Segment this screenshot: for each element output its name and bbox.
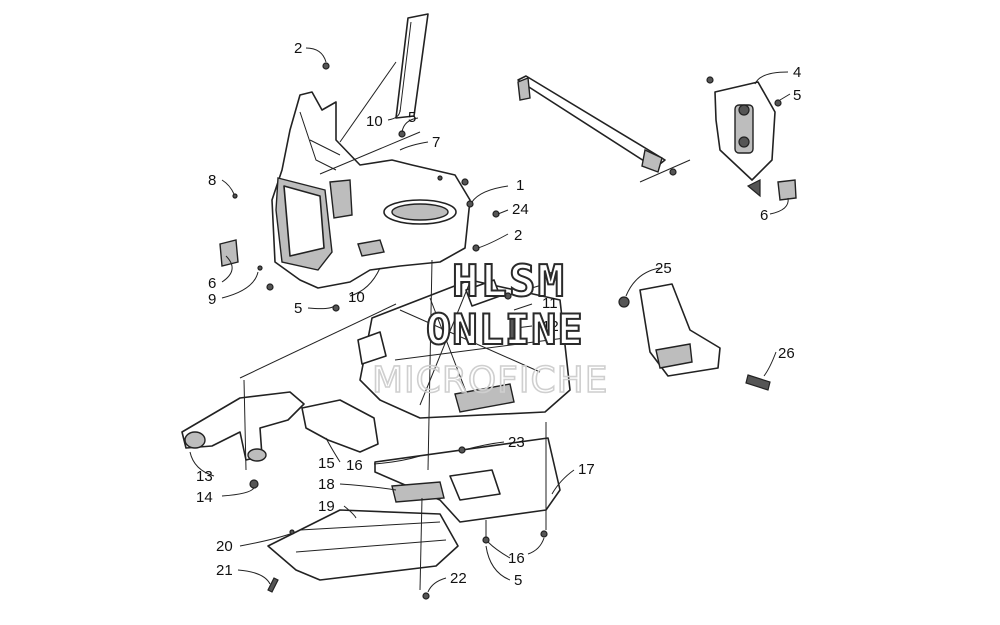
callout-3: 3 (548, 269, 556, 286)
callout-17: 17 (578, 461, 595, 478)
callout-7: 7 (432, 134, 440, 151)
callout-18: 18 (318, 476, 335, 493)
callout-8: 8 (208, 172, 216, 189)
frame-body (359, 279, 571, 419)
right-frame-bracket (639, 283, 721, 377)
callout-15: 15 (318, 455, 335, 472)
callout-14: 14 (196, 489, 213, 506)
callout-10: 10 (366, 113, 383, 130)
spindle-mount-right (301, 399, 379, 453)
callout-9: 9 (208, 291, 216, 308)
callout-5: 5 (793, 87, 801, 104)
fasteners (232, 62, 782, 600)
callout-2: 2 (514, 227, 522, 244)
watermark-line-2: ONLINE (426, 305, 584, 354)
spindle-mount-left (181, 391, 305, 462)
callout-16: 16 (346, 457, 363, 474)
foam-pad (395, 13, 429, 119)
bracket-7 (329, 179, 353, 219)
watermark-line-3: MICROFICHE (372, 360, 608, 401)
leader-lines (189, 47, 791, 593)
watermark-line-1: HLSM (452, 256, 566, 307)
callout-12: 12 (542, 318, 559, 335)
callout-1: 1 (516, 177, 524, 194)
cross-bar-assembly (517, 75, 666, 173)
spindle-15 (301, 399, 379, 453)
callout-16: 16 (508, 550, 525, 567)
callout-6: 6 (760, 207, 768, 224)
callout-24: 24 (512, 201, 529, 218)
main-frame (357, 279, 571, 419)
skid-plate-assembly (267, 437, 561, 581)
skid-plate-19 (267, 509, 459, 581)
callout-5: 5 (408, 109, 416, 126)
callout-2: 2 (294, 40, 302, 57)
spindle-13 (181, 391, 305, 461)
callout-20: 20 (216, 538, 233, 555)
callout-26: 26 (778, 345, 795, 362)
callout-25: 25 (655, 260, 672, 277)
bumper-block-left (219, 239, 239, 267)
callout-labels: 2 10 5 7 8 1 24 2 6 9 5 10 4 5 6 3 11 12… (196, 40, 801, 589)
callout-19: 19 (318, 498, 335, 515)
watermark: MICROFICHE HLSM ONLINE (371, 255, 608, 402)
callout-22: 22 (450, 570, 467, 587)
callout-21: 21 (216, 562, 233, 579)
callout-10: 10 (348, 289, 365, 306)
callout-23: 23 (508, 434, 525, 451)
front-bulkhead-assembly (271, 13, 471, 289)
right-bracket-assembly (714, 81, 797, 201)
callout-6: 6 (208, 275, 216, 292)
rubber-block (777, 179, 797, 201)
callout-13: 13 (196, 468, 213, 485)
callout-11: 11 (542, 295, 558, 312)
callout-5: 5 (514, 572, 522, 589)
gasket-18 (391, 481, 445, 503)
callout-4: 4 (793, 64, 801, 81)
callout-5: 5 (294, 300, 302, 317)
cross-bar (517, 75, 666, 169)
opening-inner (283, 185, 325, 257)
